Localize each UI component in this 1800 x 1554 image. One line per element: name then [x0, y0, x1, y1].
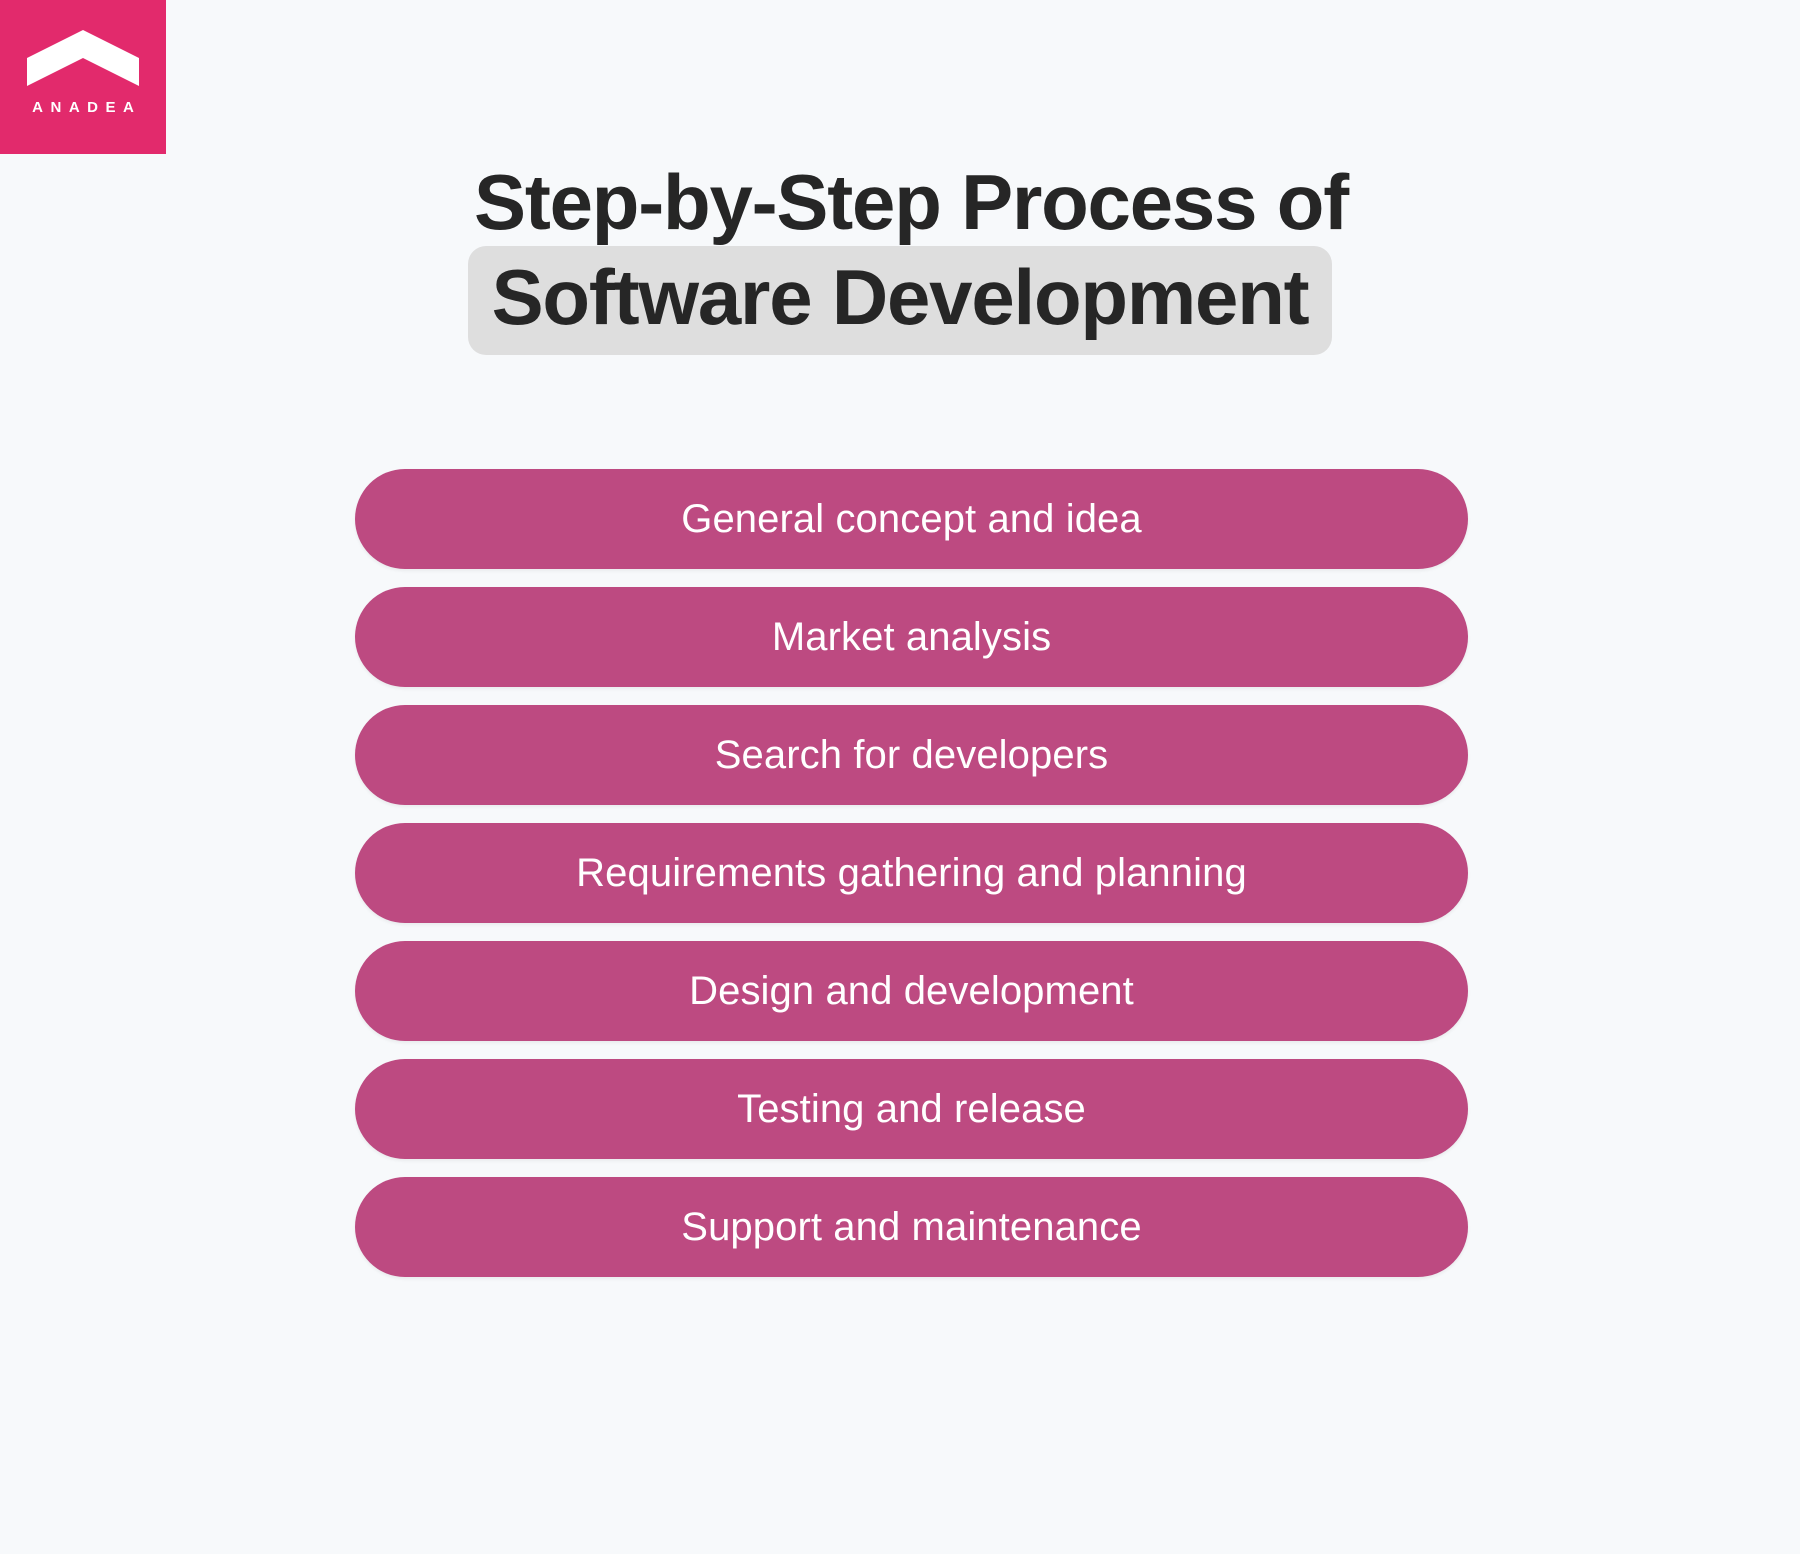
process-step-label: General concept and idea	[681, 497, 1142, 541]
process-step-label: Design and development	[689, 969, 1134, 1013]
process-step-label: Search for developers	[714, 733, 1109, 777]
process-step-list: General concept and idea Market analysis…	[355, 469, 1468, 1277]
anadea-logo: ANADEA	[0, 0, 166, 154]
process-step-4[interactable]: Requirements gathering and planning	[355, 823, 1468, 923]
page-title-line-1: Step-by-Step Process of	[474, 158, 1349, 246]
process-step-label: Market analysis	[771, 615, 1052, 659]
process-step-label: Support and maintenance	[681, 1205, 1142, 1249]
process-step-7[interactable]: Support and maintenance	[355, 1177, 1468, 1277]
logo-wordmark: ANADEA	[32, 99, 142, 116]
process-step-label: Requirements gathering and planning	[576, 851, 1247, 895]
process-step-3[interactable]: Search for developers	[355, 705, 1468, 805]
process-step-label: Testing and release	[737, 1087, 1086, 1131]
page-title-line-2-wrapper: Software Development	[0, 246, 1800, 356]
process-step-1[interactable]: General concept and idea	[355, 469, 1468, 569]
chevron-up-icon	[27, 30, 139, 86]
process-step-5[interactable]: Design and development	[355, 941, 1468, 1041]
process-step-2[interactable]: Market analysis	[355, 587, 1468, 687]
page-title: Step-by-Step Process of Software Develop…	[0, 155, 1800, 356]
page-title-line-2: Software Development	[467, 246, 1333, 356]
process-step-6[interactable]: Testing and release	[355, 1059, 1468, 1159]
